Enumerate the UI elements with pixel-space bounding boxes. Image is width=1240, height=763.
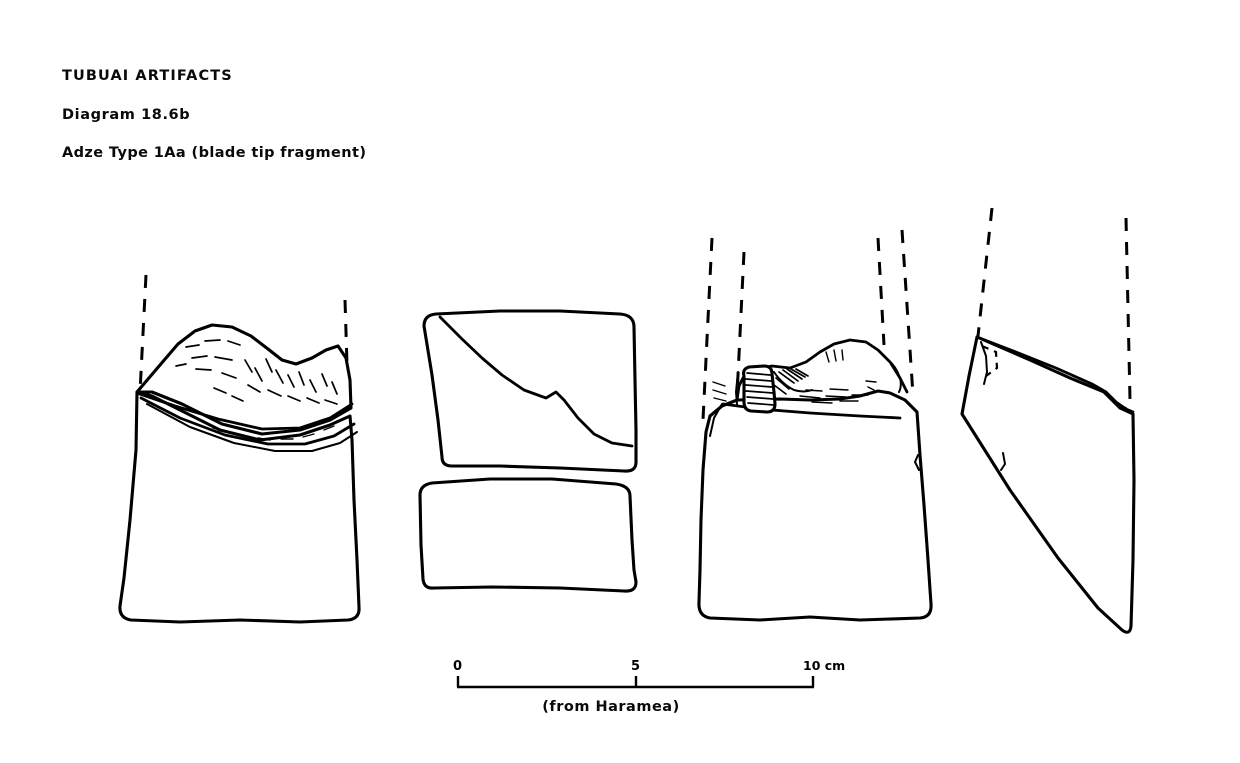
reconstruction-line-outer-left [701,237,714,421]
source-credit-line: (from Haramea) [0,699,1240,715]
reconstruction-line-outer-right [900,229,915,396]
scale-label-5: 5 [631,659,640,674]
lug-ripple-hatching [745,372,775,406]
notch-outline [773,371,813,393]
caption-block: TUBUAI ARTIFACTS Diagram 18.6b Adze Type… [62,68,762,161]
right-edge-chip [887,359,902,393]
bevel-lower-edge-secondary [146,403,358,452]
profile-reconstruction-left [976,207,994,337]
reconstruction-line-left [138,274,148,393]
front-surface-scars [799,349,877,404]
bevel-lower-edge [139,396,356,446]
scale-label-0: 0 [453,659,462,674]
blade-body-outline [118,390,361,624]
lug-projection [742,364,777,414]
left-edge-bevel-line [709,403,723,437]
notch-flake-hatching [773,368,809,395]
left-edge-hatching [712,381,727,402]
scale-label-10-cm: 10 cm [803,658,845,673]
bevel-face-outline [135,323,353,436]
profile-notch [1107,395,1127,409]
scale-bar: 0 5 10 cm [453,658,845,689]
profile-outline [960,335,1136,634]
cross-section-bevel-line [438,315,634,448]
profile-reconstruction-right [1124,217,1132,401]
source-credit-text: (from Haramea) [542,699,680,715]
bevel-surface-hatching [212,425,335,441]
flake-scar-hatching [175,339,338,405]
cross-section-lower-outline [418,477,638,593]
lug-left-edge-line [735,371,739,405]
front-body-outline [697,389,933,622]
reconstruction-line-inner-right [876,237,886,346]
profile-scar-outline [980,341,988,385]
profile-flake-tick [1000,452,1006,471]
view-profile [960,207,1136,634]
plate-title: TUBUAI ARTIFACTS [62,68,233,84]
view-cross-sections [418,309,638,593]
right-edge-scar [914,454,920,471]
artifact-subject: Adze Type 1Aa (blade tip fragment) [62,145,367,161]
view-bevel-face [118,274,361,624]
diagram-number: Diagram 18.6b [62,107,191,123]
view-front-face [697,229,933,622]
bevel-crest-line [135,391,354,431]
